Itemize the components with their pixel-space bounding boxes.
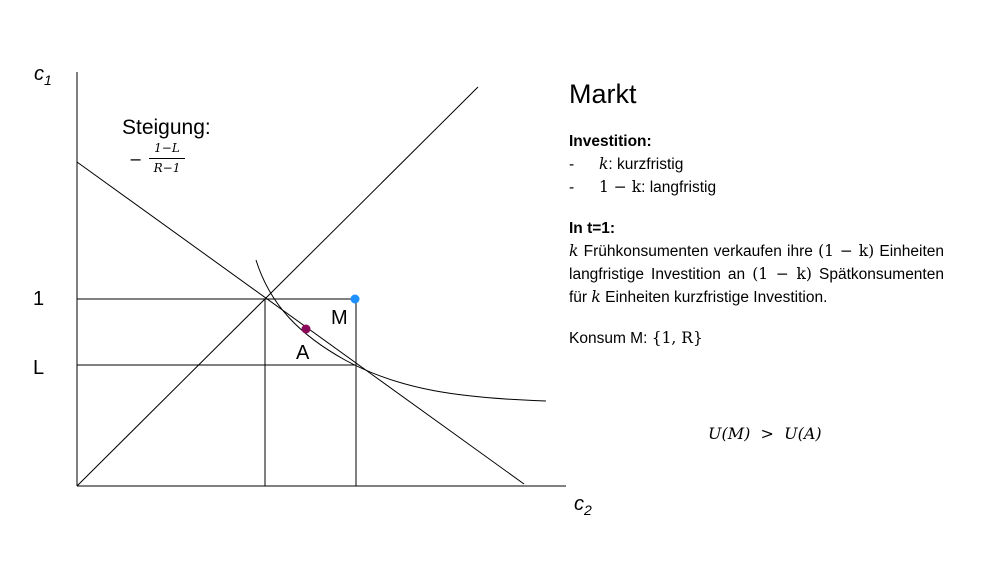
tick-label-one: 1 bbox=[33, 288, 45, 310]
y-axis-label: c1 bbox=[34, 63, 52, 88]
slope-numerator: 1−L bbox=[154, 141, 180, 155]
indifference-curve bbox=[255, 259, 547, 402]
konsum-line: Konsum M: {1, R} bbox=[569, 329, 703, 348]
tick-label-L: L bbox=[33, 357, 45, 379]
slope-denominator: R−1 bbox=[153, 161, 181, 175]
slope-label: Steigung: bbox=[122, 116, 211, 139]
panel-title: Markt bbox=[569, 79, 637, 109]
t1-heading: In t=1: bbox=[569, 220, 616, 238]
slope-minus: − bbox=[129, 150, 143, 169]
point-A bbox=[301, 324, 311, 334]
t1-paragraph: k Frühkonsumenten verkaufen ihre (1 − k)… bbox=[569, 242, 944, 307]
x-axis-label: c2 bbox=[574, 493, 592, 518]
list-item: - 1 − k: langfristig bbox=[569, 178, 717, 197]
diagonal-line bbox=[76, 86, 479, 487]
point-A-label: A bbox=[296, 342, 310, 364]
point-M bbox=[350, 294, 360, 304]
market-panel: Markt Investition: - k: kurzfristig - 1 … bbox=[569, 78, 969, 350]
point-M-label: M bbox=[331, 307, 348, 329]
utility-inequality: U(M) > U(A) bbox=[708, 424, 822, 443]
fraction-bar bbox=[149, 158, 185, 159]
budget-line bbox=[76, 161, 525, 485]
investition-heading: Investition: bbox=[569, 133, 652, 151]
list-item: - k: kurzfristig bbox=[569, 155, 684, 174]
